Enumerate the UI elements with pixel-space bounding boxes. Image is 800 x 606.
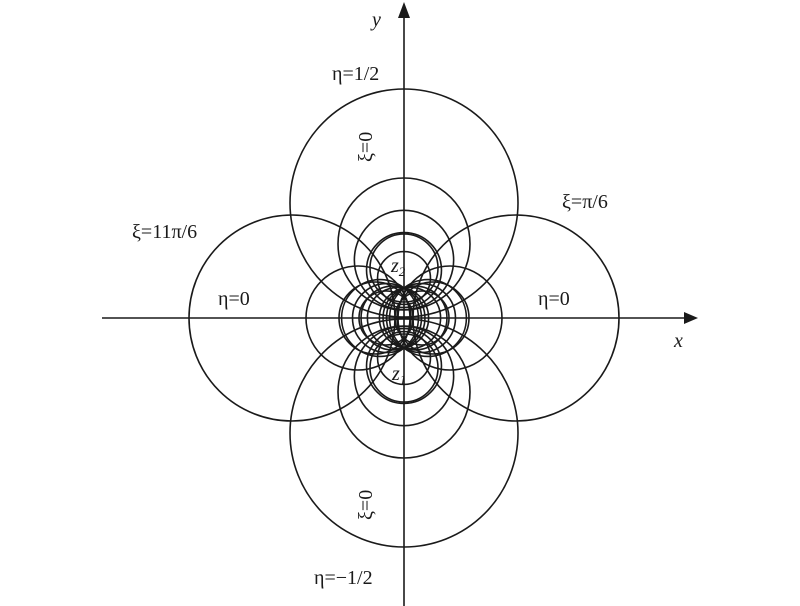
dense-circle-pencils [340,209,468,427]
xi-circle-right-inner-3 [388,278,468,358]
xi-circle-right-small [396,281,470,355]
eta-top-label: η=1/2 [332,63,379,85]
xi-circle-left-small [338,281,412,355]
xi-circle-left-xsmall [358,290,414,346]
eta-circle-top-inner-2 [353,209,455,311]
xi-circle-right-xsmall [394,290,450,346]
xi-circle-left-inner-0 [366,286,430,350]
xi-circle-left-inner-3 [340,278,420,358]
xi-lower-label: ξ=0 [355,490,377,520]
eta-circle-bottom-inner-2 [353,325,455,427]
eta-bottom-label: η=−1/2 [314,567,373,589]
eta-circle-top-inner-1 [365,231,443,309]
eta-circle-top [289,88,519,318]
xi-circle-left-inner-2 [351,282,423,354]
eta-circle-bottom-inner-1 [365,327,443,405]
xi-circle-right-mid [397,265,503,371]
xi-right-label: ξ=π/6 [562,191,608,213]
xi-circle-right-inner-2 [385,282,457,354]
eta-right-label: η=0 [538,288,570,310]
x-axis-label: x [673,330,683,352]
eta-circle-bottom-small [369,333,439,403]
y-axis-label: y [370,9,381,31]
xi-left-label: ξ=11π/6 [132,221,197,243]
eta-circle-bottom [289,318,519,548]
xi-circle-left-mid [305,265,411,371]
xi-circle-left-inner-1 [360,285,426,351]
xi-circle-right-inner-0 [378,286,442,350]
xi-circle-right-inner-1 [382,285,448,351]
eta-left-label: η=0 [218,288,250,310]
y-axis-arrowhead [398,2,410,18]
z1-label: z1 [391,363,406,387]
xi-upper-label: ξ=0 [355,132,377,162]
eta-circle-top-small [369,233,439,303]
eta-circle-bottom-inner-0 [376,330,432,386]
eta-circle-top-inner-0 [376,250,432,306]
x-axis-arrowhead [684,312,698,324]
z2-label: z2 [390,255,406,279]
